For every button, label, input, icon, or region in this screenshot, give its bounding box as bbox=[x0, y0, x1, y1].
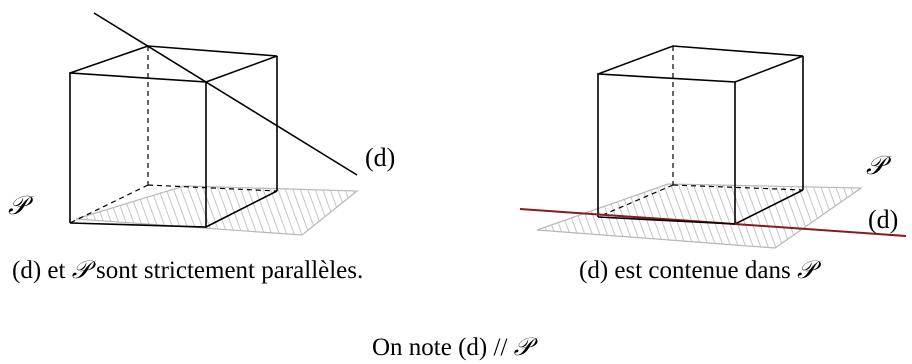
right-figure: 𝒫 (d) (d) est contenue dans 𝒫 bbox=[519, 45, 907, 284]
left-line-d bbox=[93, 12, 358, 176]
right-plane-label: 𝒫 bbox=[866, 151, 892, 180]
left-line-label: (d) bbox=[365, 143, 395, 172]
left-plane-label: 𝒫 bbox=[8, 191, 34, 220]
left-plane bbox=[75, 185, 359, 236]
left-caption: (d) et 𝒫 sont strictement parallèles. bbox=[12, 257, 363, 284]
right-plane bbox=[536, 183, 863, 249]
left-cube-hidden-edges bbox=[69, 46, 278, 224]
right-cube-hidden-edges bbox=[597, 46, 804, 218]
right-caption-prefix: (d) est contenue dans bbox=[579, 257, 797, 284]
right-caption: (d) est contenue dans 𝒫 bbox=[579, 257, 822, 284]
conclusion-text: On note (d) // 𝒫 bbox=[372, 334, 539, 361]
left-cube bbox=[69, 45, 278, 228]
conclusion-plane: 𝒫 bbox=[514, 334, 539, 361]
conclusion-prefix: On note (d) // bbox=[372, 334, 514, 361]
left-caption-suffix: sont strictement parallèles. bbox=[90, 257, 364, 284]
right-cube-bottom-edge bbox=[597, 216, 736, 225]
left-caption-prefix: (d) et bbox=[12, 257, 72, 284]
right-cube bbox=[597, 45, 804, 225]
right-line-label: (d) bbox=[868, 205, 898, 234]
left-figure: (d) 𝒫 (d) et 𝒫 sont strictement parallèl… bbox=[8, 12, 395, 284]
right-caption-plane: 𝒫 bbox=[797, 257, 822, 284]
